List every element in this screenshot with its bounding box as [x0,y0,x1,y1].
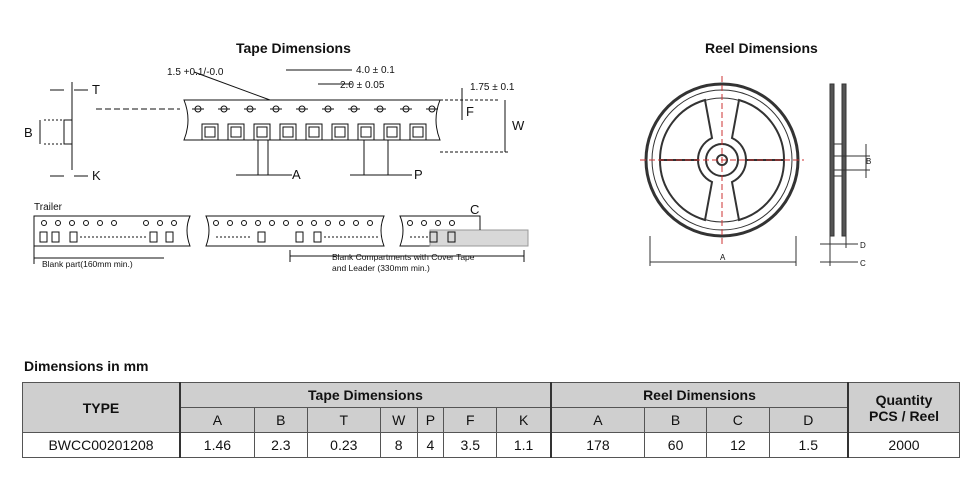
label-pitch-2: 2.0 ± 0.05 [340,80,385,91]
reel-value-cell: 1.5 [768,432,849,458]
tape-col-header: W [379,407,418,433]
tape-pocket [357,123,375,141]
quantity-cell: 2000 [847,432,960,458]
label-trailer: Trailer [34,202,63,213]
tape-value-cell: 1.46 [178,432,255,458]
dimensions-table: TYPE Tape Dimensions Reel Dimensions Qua… [22,382,960,458]
tape-pocket [331,123,349,141]
label-T: T [92,82,100,97]
label-pitch-4: 4.0 ± 0.1 [356,65,395,76]
label-blank-comp-2: and Leader (330mm min.) [332,263,430,273]
label-F: F [466,104,474,119]
reel-label-D: D [860,241,866,250]
tape-side-view [39,82,88,177]
tape-col-header: P [416,407,445,433]
label-A: A [292,167,301,182]
trailer-strip [33,215,529,264]
tape-pocket [201,123,219,141]
tape-pocket [279,123,297,141]
reel-label-B: B [866,157,871,166]
reel-col-header: D [768,407,849,433]
tape-dimensions-header: Tape Dimensions [179,382,552,408]
tape-pocket [227,123,245,141]
label-P: P [414,167,423,182]
label-sprocket-tol: 1.5 +0.1/-0.0 [167,67,224,78]
reel-diagram: A B C D [640,76,871,268]
tape-col-header: A [178,407,255,433]
tape-diagram: T B K 1.5 +0.1/-0.0 4.0 ± 0.1 2.0 ± 0.05… [24,65,529,273]
tape-pocket [305,123,323,141]
tape-pocket [383,123,401,141]
tape-col-header: T [306,407,381,433]
label-blank-part: Blank part(160mm min.) [42,259,133,269]
dimensions-title: Dimensions in mm [24,358,149,374]
reel-value-cell: 12 [706,432,770,458]
quantity-header-line2: PCS / Reel [868,407,940,424]
label-W: W [512,118,525,133]
reel-dimensions-header: Reel Dimensions [549,382,849,408]
label-C-tape: C [470,202,479,217]
tape-dimensions-title: Tape Dimensions [236,40,351,56]
tape-pocket [253,123,271,141]
label-edge: 1.75 ± 0.1 [470,82,515,93]
tape-col-header: F [443,407,498,433]
reel-value-cell: 60 [643,432,708,458]
reel-col-header: B [643,407,708,433]
reel-value-cell: 178 [549,432,645,458]
label-K: K [92,168,101,183]
tape-col-header: K [496,407,552,433]
tape-col-header: B [253,407,308,433]
tape-value-cell: 3.5 [443,432,498,458]
reel-col-header: A [549,407,645,433]
tape-pocket [409,123,427,141]
type-cell: BWCC00201208 [22,432,181,458]
reel-label-A: A [720,253,726,262]
reel-dimensions-title: Reel Dimensions [705,40,818,56]
tape-value-cell: 2.3 [253,432,308,458]
tape-top-view [96,69,510,176]
reel-label-C: C [860,259,866,268]
tape-value-cell: 0.23 [306,432,381,458]
tape-value-cell: 4 [416,432,445,458]
type-header: TYPE [22,382,181,433]
tape-value-cell: 8 [379,432,418,458]
tape-value-cell: 1.1 [496,432,552,458]
reel-col-header: C [706,407,770,433]
label-blank-comp-1: Blank Compartments with Cover Tape [332,252,475,262]
quantity-header: Quantity PCS / Reel [847,382,960,433]
quantity-header-line1: Quantity [875,391,933,408]
label-B: B [24,125,33,140]
